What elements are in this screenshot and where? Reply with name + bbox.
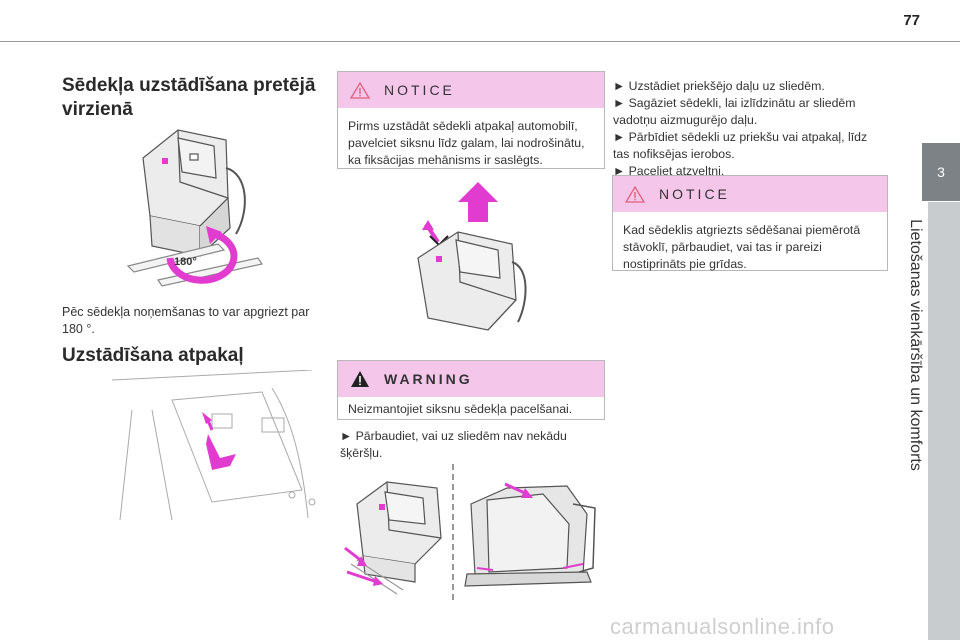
floor-rails-illustration (112, 370, 316, 520)
warning-triangle-icon (351, 371, 369, 387)
header-divider (0, 41, 960, 42)
rotation-label: 180° (174, 256, 197, 268)
seat-install-illustration (344, 464, 596, 600)
warning-header: WARNING (338, 361, 604, 397)
notice-text-2: Kad sēdeklis atgriezts sēdēšanai piemēro… (623, 223, 861, 271)
notice-text: Pirms uzstādāt sēdekli atpakaļ automobil… (348, 119, 585, 167)
chapter-title-text: Lietošanas vienkāršība un komforts (907, 219, 924, 471)
watermark: carmanualsonline.info (610, 614, 835, 639)
install-steps: ► Uzstādiet priekšējo daļu uz sliedēm. ►… (613, 78, 881, 180)
seat-rotation-illustration: 180° (126, 129, 263, 287)
notice-header: NOTICE (338, 72, 604, 108)
section-heading-reverse: Sēdekļa uzstādīšana pretējā virzienā (62, 75, 316, 120)
notice-triangle-icon (350, 81, 370, 99)
check-rails-step: ► Pārbaudiet, vai uz sliedēm nav nekādu … (340, 429, 567, 460)
notice-triangle-icon (625, 185, 645, 203)
notice-box-1: NOTICE Pirms uzstādāt sēdekli atpakaļ au… (337, 71, 605, 169)
step-2: ► Sagāziet sēdekli, lai izlīdzinātu ar s… (613, 96, 856, 127)
section-heading-reinstall: Uzstādīšana atpakaļ (62, 345, 244, 366)
warning-text: Neizmantojiet siksnu sēdekļa pacelšanai. (348, 402, 573, 416)
chapter-tab[interactable]: 3 (922, 143, 960, 201)
warning-box: WARNING Neizmantojiet siksnu sēdekļa pac… (337, 360, 605, 420)
page-number: 77 (903, 12, 920, 29)
warning-label: WARNING (384, 371, 473, 387)
step-1: ► Uzstādiet priekšējo daļu uz sliedēm. (613, 79, 825, 93)
notice-label-2: NOTICE (659, 186, 730, 202)
notice-header-2: NOTICE (613, 176, 887, 212)
chapter-title: Lietošanas vienkāršība un komforts (903, 210, 927, 480)
rotation-caption: Pēc sēdekļa noņemšanas to var apgriezt p… (62, 305, 310, 336)
seat-lift-illustration (417, 182, 527, 331)
step-3: ► Pārbīdiet sēdekli uz priekšu vai atpak… (613, 130, 868, 161)
side-bar (928, 202, 960, 640)
notice-box-2: NOTICE Kad sēdeklis atgriezts sēdēšanai … (612, 175, 888, 271)
step-4: ► Paceliet atzveltni. (613, 164, 725, 178)
notice-label: NOTICE (384, 82, 455, 98)
